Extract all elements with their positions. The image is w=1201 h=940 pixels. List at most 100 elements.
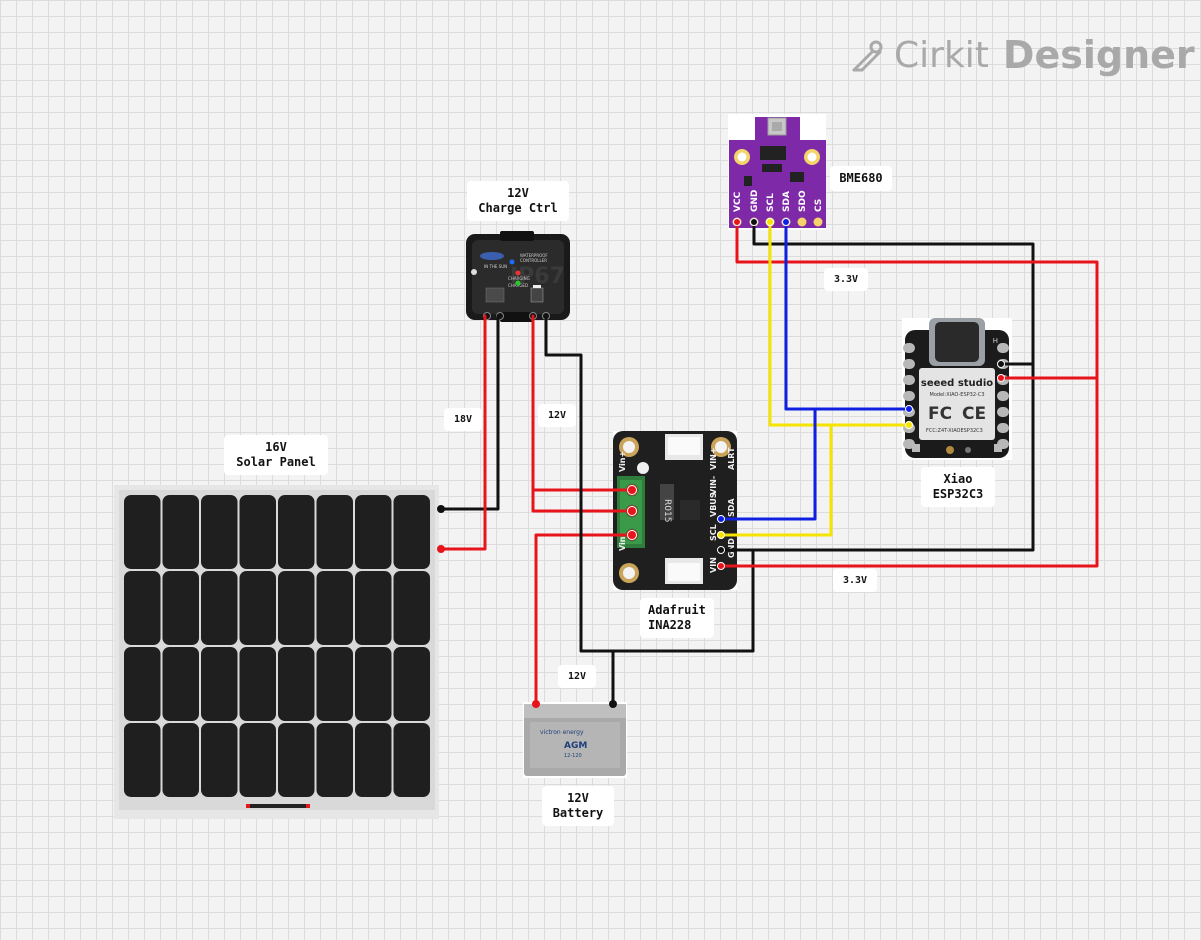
ctrl-print-0: WATERPROOF <box>520 253 548 258</box>
label-solar-panel: 16V Solar Panel <box>224 435 328 475</box>
wire-ctrl-to-ina-vbus <box>531 488 634 513</box>
xiao-print-4: FCC:Z4T-XIAOESP32C3 <box>926 428 983 434</box>
ina-pin-label-vin-minusplus: VIN+ <box>709 447 718 470</box>
solar-cell <box>239 495 276 569</box>
solar-cell <box>124 571 161 645</box>
solar-cell <box>162 571 199 645</box>
ctrl-print-1: CONTROLLER <box>520 258 547 263</box>
solar-cell <box>201 723 238 797</box>
solar-cell <box>124 723 161 797</box>
solar-cell <box>355 723 392 797</box>
ina-left-label-1: Vin- <box>618 533 627 551</box>
solar-cell <box>239 647 276 721</box>
wire-bme-sda <box>784 220 911 411</box>
bme-pin-labels: VCC GND SCL SDA SDO CS <box>733 190 824 212</box>
xiao-pad <box>903 343 915 353</box>
brand-prefix: Cirkit <box>894 34 989 76</box>
ina-pin-label-vbus: VBUS <box>709 492 718 517</box>
bme680-board[interactable]: VCC GND SCL SDA SDO CS <box>728 114 826 230</box>
ina-pin-label-sda: SDA <box>727 498 736 517</box>
bme-pin-label-cs: CS <box>814 199 824 212</box>
cirkit-designer-logo: Cirkit Designer <box>850 30 1195 80</box>
bme-pin-hole <box>797 217 807 227</box>
wires <box>439 220 1099 706</box>
xiao-pad <box>997 423 1009 433</box>
wire-bme-gnd <box>752 220 1035 366</box>
wire-ina-gnd-to-xiao <box>719 362 1035 552</box>
wire-bme-scl <box>768 220 911 427</box>
xiao-esp32c3-board[interactable]: seeed studio Model:XIAO-ESP32-C3 FC CE F… <box>902 318 1012 460</box>
bme-pin-label-gnd: GND <box>750 190 760 212</box>
bme-pin-label-scl: SCL <box>766 193 776 212</box>
solar-cell <box>393 723 430 797</box>
ina-pin-label-vin: VIN <box>709 557 718 573</box>
wire-solar-positive <box>439 314 487 551</box>
solar-cell <box>278 723 315 797</box>
xiao-pad <box>903 359 915 369</box>
wire-label-12v-ctrl: 12V <box>538 404 577 427</box>
battery-print-1: AGM <box>564 741 587 751</box>
ctrl-print-3: CHARGING <box>508 276 530 281</box>
wire-ina-to-battery-positive <box>534 533 634 706</box>
solar-cell <box>239 723 276 797</box>
solar-cell <box>393 571 430 645</box>
solar-cell <box>278 647 315 721</box>
solar-cell <box>278 571 315 645</box>
solar-cell <box>201 647 238 721</box>
xiao-pad <box>903 391 915 401</box>
wire-bme-vcc <box>735 220 1099 380</box>
bme-pin-label-sdo: SDO <box>798 190 808 212</box>
solar-cell <box>316 723 353 797</box>
ina-pin-label-gnd: GND <box>727 538 736 558</box>
solar-cell <box>316 571 353 645</box>
charge-controller[interactable]: IP67 WATERPROOF CONTROLLER IN THE SUN CH… <box>466 231 570 322</box>
solar-panel[interactable] <box>114 485 445 819</box>
wire-label-18v: 18V <box>444 408 483 431</box>
battery-print-0: victron energy <box>540 729 584 736</box>
wire-ina-scl <box>719 423 833 537</box>
wire-solar-negative <box>439 314 500 511</box>
ina-pin-label-alrt: ALRT <box>727 447 736 470</box>
label-ina228: Adafruit INA228 <box>640 598 714 638</box>
xiao-print-1: Model:XIAO-ESP32-C3 <box>930 392 985 398</box>
solar-cell <box>162 723 199 797</box>
solar-cell <box>201 571 238 645</box>
wire-ina-vin-33v <box>719 376 1099 568</box>
ctrl-print-4: CHARGED <box>508 283 528 288</box>
svg-text:H: H <box>993 336 998 344</box>
battery[interactable]: victron energy AGM 12-120 <box>523 700 627 778</box>
wire-label-3v3-top: 3.3V <box>824 268 869 291</box>
brand-suffix: Designer <box>1002 33 1195 77</box>
solar-cells <box>124 495 430 797</box>
solar-cell <box>201 495 238 569</box>
solar-cell <box>162 647 199 721</box>
wire-label-3v3-bottom: 3.3V <box>833 569 878 592</box>
xiao-pad <box>997 343 1009 353</box>
ina-left-label-0: Vin+ <box>618 451 627 472</box>
ina-pin-label-scl: SCL <box>709 524 718 541</box>
solar-cell <box>316 647 353 721</box>
solar-cell <box>239 571 276 645</box>
solar-cell <box>124 647 161 721</box>
solar-cell <box>124 495 161 569</box>
label-bme680: BME680 <box>830 166 892 191</box>
ina-print-0: R015 <box>662 499 672 522</box>
bme-pin-label-sda: SDA <box>782 191 792 212</box>
xiao-print-3: CE <box>962 404 986 424</box>
xiao-pad <box>997 391 1009 401</box>
solar-cell <box>355 571 392 645</box>
solar-cell <box>355 495 392 569</box>
wire-ina-sda <box>719 407 817 521</box>
solar-cell <box>162 495 199 569</box>
bme-pin-label-vcc: VCC <box>733 191 743 212</box>
pin-caps <box>438 218 1005 708</box>
wire-label-12v-battery: 12V <box>558 665 597 688</box>
solar-cell <box>355 647 392 721</box>
xiao-pad <box>997 407 1009 417</box>
solar-cell <box>393 495 430 569</box>
solar-cell <box>393 647 430 721</box>
bme-pin-hole <box>813 217 823 227</box>
solar-cell <box>316 495 353 569</box>
